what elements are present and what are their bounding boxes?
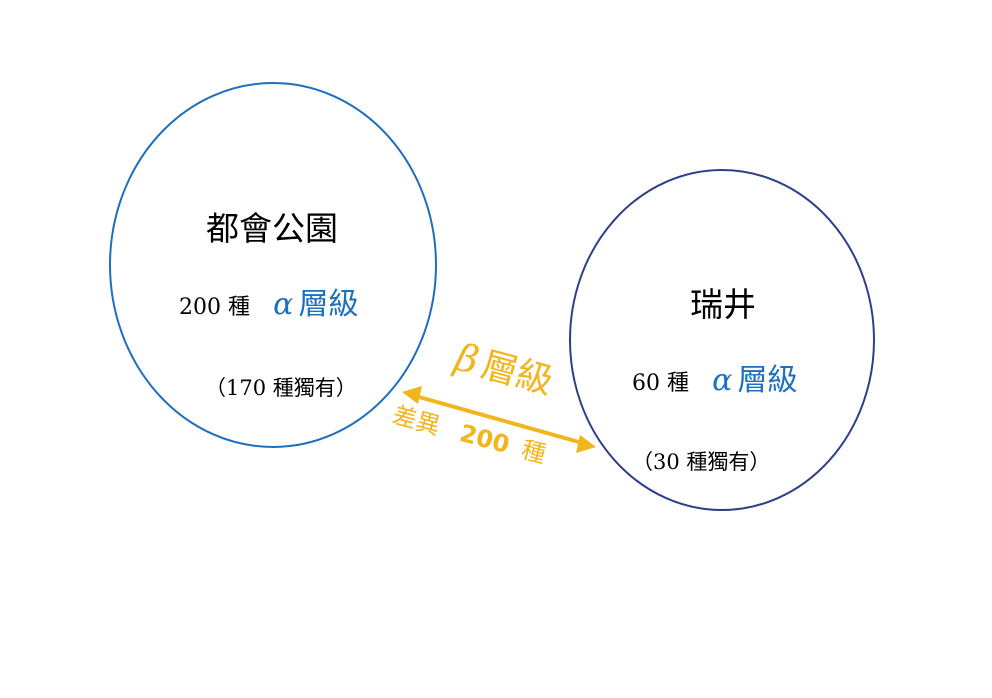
left-site-title: 都會公園 <box>206 209 338 248</box>
right-site-unique: （30 種獨有） <box>632 450 771 474</box>
beta-difference: 差異 200 種 <box>389 400 549 469</box>
beta-double-arrow <box>402 386 596 453</box>
left-site-count: 200 種 <box>179 295 250 320</box>
right-alpha-symbol: α <box>712 363 733 398</box>
right-alpha-word: 層級 <box>737 363 798 398</box>
left-alpha-word: 層級 <box>298 287 359 322</box>
left-alpha-symbol: α <box>273 287 294 322</box>
right-site-ellipse <box>569 169 875 511</box>
left-site-ellipse <box>109 82 437 448</box>
beta-diff-unit: 種 <box>518 435 549 469</box>
right-site-count: 60 種 <box>632 371 689 396</box>
left-site-count-row: 200 種 α 層級 <box>179 290 358 320</box>
beta-diff-label: 差異 <box>389 400 444 441</box>
left-site-unique: （170 種獨有） <box>205 376 357 400</box>
right-site-count-row: 60 種 α 層級 <box>632 366 797 396</box>
right-site-title: 瑞井 <box>690 285 756 324</box>
beta-diff-value: 200 <box>456 419 513 460</box>
